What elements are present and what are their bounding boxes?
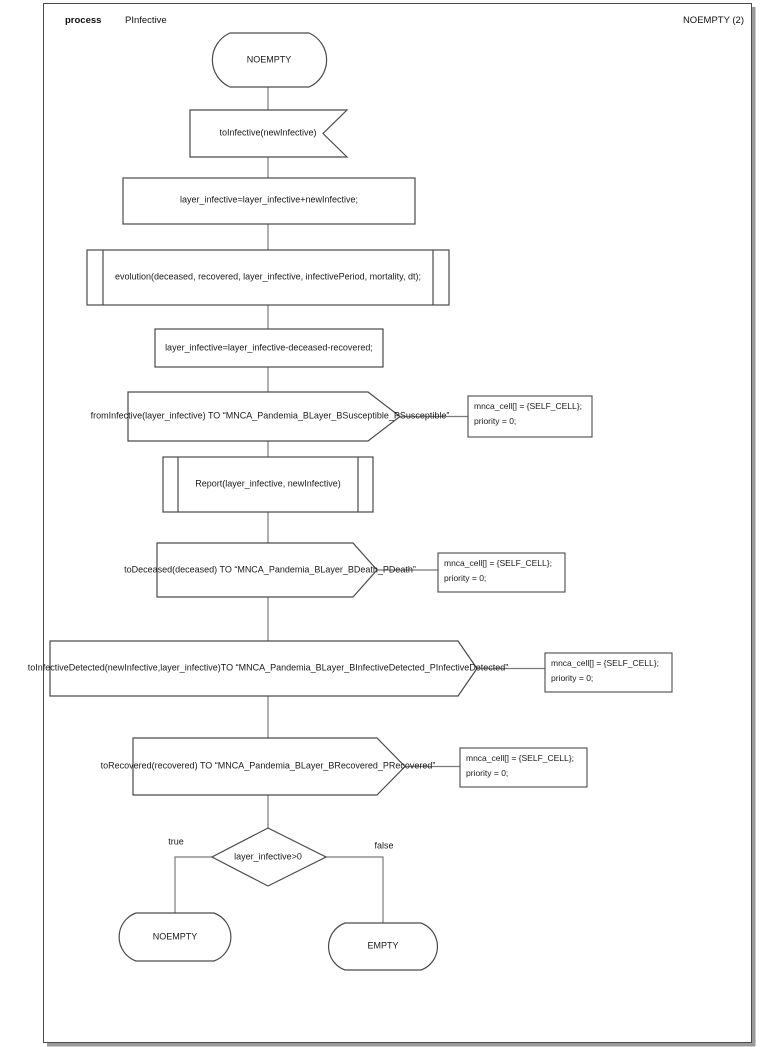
comment-connectors bbox=[377, 415, 545, 768]
procedure-evolution-shape bbox=[86, 249, 450, 306]
state-start-label: NOEMPTY bbox=[246, 54, 292, 65]
comment-4: mnca_cell[] = {SELF_CELL}; priority = 0; bbox=[466, 751, 574, 781]
comment-3: mnca_cell[] = {SELF_CELL}; priority = 0; bbox=[551, 656, 659, 686]
false-branch-connector bbox=[326, 856, 384, 923]
output-to-infective-detected-shape bbox=[49, 640, 478, 697]
state-start-shape bbox=[211, 32, 328, 88]
output-to-recovered-shape bbox=[132, 737, 406, 796]
comment-4-line2: priority = 0; bbox=[466, 768, 509, 778]
task-subtract-label: layer_infective=layer_infective-deceased… bbox=[165, 342, 373, 353]
comment-3-line1: mnca_cell[] = {SELF_CELL}; bbox=[551, 658, 659, 668]
task-subtract-shape bbox=[154, 328, 384, 368]
output-from-infective-label: fromInfective(layer_infective) TO “MNCA_… bbox=[90, 410, 450, 421]
branch-false-label: false bbox=[374, 840, 394, 851]
comment-2-line1: mnca_cell[] = {SELF_CELL}; bbox=[444, 558, 552, 568]
output-from-infective-shape bbox=[127, 391, 401, 442]
comment-4-line1: mnca_cell[] = {SELF_CELL}; bbox=[466, 753, 574, 763]
true-branch-connector bbox=[174, 856, 212, 913]
procedure-report-label: Report(layer_infective, newInfective) bbox=[195, 478, 341, 489]
state-noempty-label: NOEMPTY bbox=[152, 931, 198, 942]
output-to-deceased-shape bbox=[156, 542, 378, 598]
comment-box-4 bbox=[459, 747, 588, 788]
procedure-report-shape bbox=[162, 456, 374, 513]
flow-connectors bbox=[174, 87, 384, 923]
comment-box-2 bbox=[437, 552, 566, 593]
comment-2-line2: priority = 0; bbox=[444, 573, 487, 583]
task-add-shape bbox=[122, 177, 416, 225]
header-page-ref: NOEMPTY (2) bbox=[682, 15, 744, 26]
state-noempty-shape bbox=[118, 912, 232, 962]
page-shadow-right bbox=[751, 7, 756, 1046]
comment-3-line2: priority = 0; bbox=[551, 673, 594, 683]
comment-box-1 bbox=[467, 395, 593, 438]
page-shadow-bottom bbox=[47, 1042, 755, 1047]
comment-2: mnca_cell[] = {SELF_CELL}; priority = 0; bbox=[444, 556, 552, 586]
comment-1-line1: mnca_cell[] = {SELF_CELL}; bbox=[474, 401, 582, 411]
branch-true-label: true bbox=[168, 836, 184, 847]
task-add-label: layer_infective=layer_infective+newInfec… bbox=[179, 194, 359, 205]
header-process-name: PInfective bbox=[125, 15, 167, 26]
input-signal-shape bbox=[189, 109, 349, 158]
comment-1-line2: priority = 0; bbox=[474, 416, 517, 426]
comment-box-3 bbox=[544, 652, 673, 693]
procedure-evolution-label: evolution(deceased, recovered, layer_inf… bbox=[115, 271, 421, 282]
state-empty-shape bbox=[328, 922, 438, 971]
comment-boxes bbox=[437, 395, 673, 788]
header-kind-label: process bbox=[65, 15, 102, 26]
symbols bbox=[49, 32, 478, 971]
state-empty-label: EMPTY bbox=[367, 940, 399, 951]
comment-1: mnca_cell[] = {SELF_CELL}; priority = 0; bbox=[474, 399, 582, 429]
decision-shape bbox=[210, 827, 328, 887]
decision-label: layer_infective>0 bbox=[234, 851, 302, 862]
output-to-recovered-label: toRecovered(recovered) TO “MNCA_Pandemia… bbox=[100, 760, 436, 771]
output-to-infective-detected-label: toInfectiveDetected(newInfective,layer_i… bbox=[27, 662, 509, 673]
page-border bbox=[43, 3, 752, 1043]
input-signal-label: toInfective(newInfective) bbox=[219, 127, 317, 138]
output-to-deceased-label: toDeceased(deceased) TO “MNCA_Pandemia_B… bbox=[124, 564, 416, 575]
